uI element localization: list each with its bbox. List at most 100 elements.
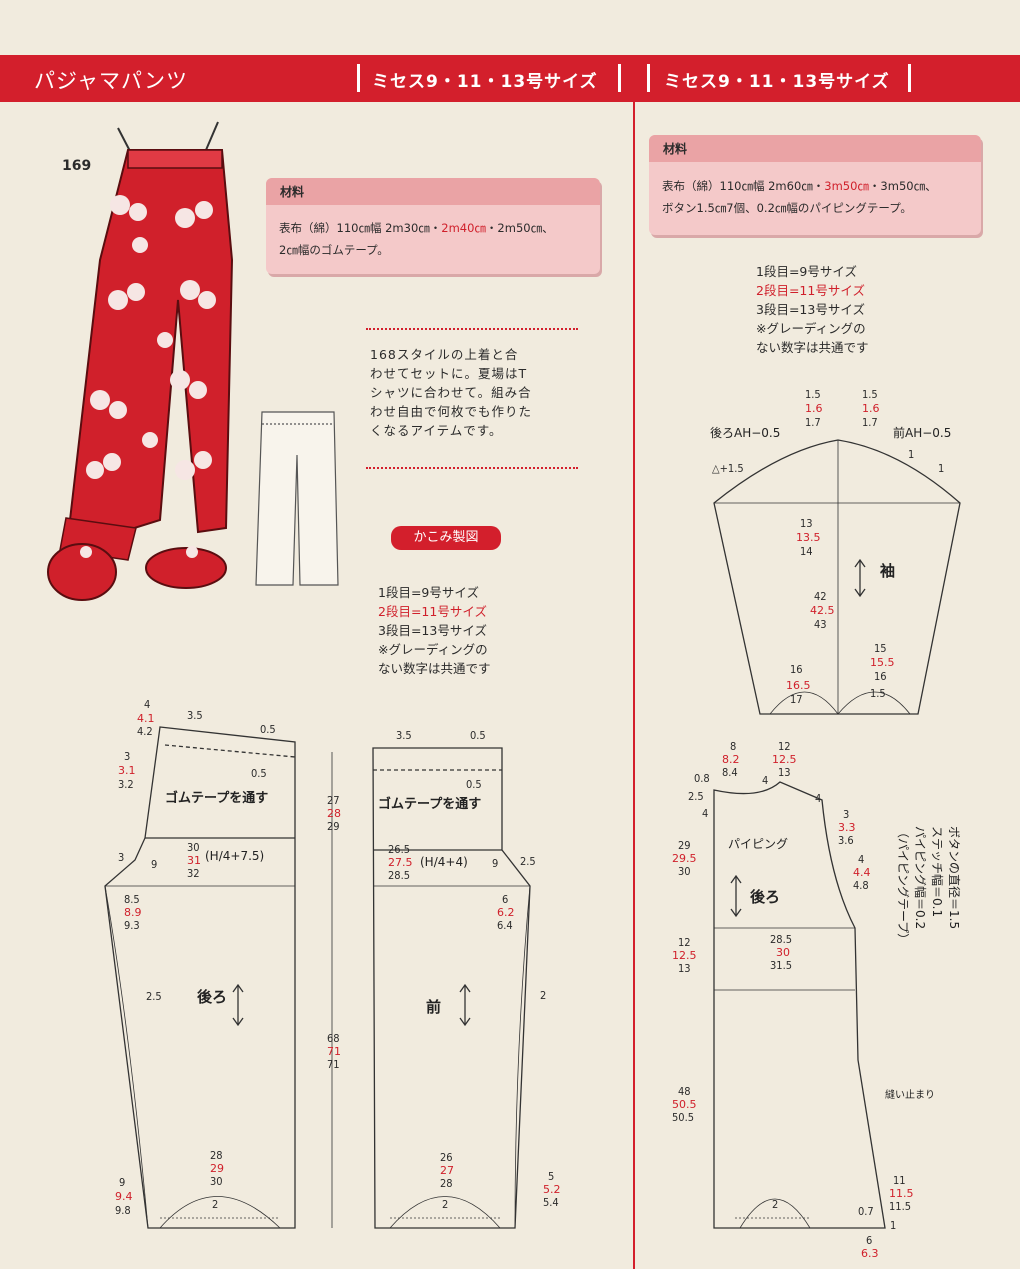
grading-line: 3段目=13号サイズ (756, 302, 865, 317)
svg-text:6.2: 6.2 (497, 906, 515, 919)
svg-text:△+1.5: △+1.5 (712, 462, 744, 475)
svg-text:2: 2 (540, 989, 546, 1002)
svg-text:11.5: 11.5 (889, 1200, 911, 1213)
svg-text:2: 2 (442, 1198, 448, 1211)
svg-text:3: 3 (118, 851, 124, 864)
svg-text:4: 4 (144, 698, 150, 711)
description-line: わせ自由で何枚でも作りた (370, 404, 533, 419)
svg-text:4.8: 4.8 (853, 879, 869, 892)
materials-header: 材料 (266, 178, 600, 205)
svg-text:1.6: 1.6 (862, 402, 880, 415)
svg-text:30: 30 (776, 946, 790, 959)
svg-text:1: 1 (908, 448, 914, 461)
back-pants-label: 後ろ (196, 988, 227, 1006)
materials-line: ・3m50㎝、 (868, 179, 937, 193)
svg-text:8.9: 8.9 (124, 906, 142, 919)
grading-line: 1段目=9号サイズ (756, 264, 858, 279)
svg-text:50.5: 50.5 (672, 1098, 697, 1111)
svg-text:4.2: 4.2 (137, 725, 153, 738)
svg-text:0.5: 0.5 (251, 767, 267, 780)
header-bar: パジャマパンツ ミセス9・11・13号サイズ ミセス9・11・13号サイズ (0, 55, 1020, 102)
svg-text:42.5: 42.5 (810, 604, 835, 617)
svg-text:50.5: 50.5 (672, 1111, 694, 1124)
svg-text:5.2: 5.2 (543, 1183, 561, 1196)
svg-text:14: 14 (800, 545, 813, 558)
svg-text:12: 12 (778, 740, 791, 753)
svg-text:5: 5 (548, 1170, 554, 1183)
materials-title: 材料 (663, 142, 688, 156)
svg-text:3.3: 3.3 (838, 821, 856, 834)
svg-text:9: 9 (151, 858, 157, 871)
svg-text:3.5: 3.5 (187, 709, 203, 722)
dotted-divider (366, 328, 578, 330)
svg-text:4.4: 4.4 (853, 866, 871, 879)
svg-text:42: 42 (814, 590, 827, 603)
svg-text:2.5: 2.5 (146, 990, 162, 1003)
size-label-right: ミセス9・11・13号サイズ (664, 72, 890, 92)
materials-line: 表布（綿）110㎝幅 2m30㎝・ (279, 221, 442, 235)
svg-text:1: 1 (938, 462, 944, 475)
column-divider (633, 102, 635, 1269)
kakomi-label: かこみ製図 (391, 526, 501, 550)
formula-front: (H/4+4) (420, 855, 468, 869)
svg-text:28.5: 28.5 (770, 933, 792, 946)
elastic-label-back: ゴムテープを通す (165, 790, 268, 806)
svg-text:30: 30 (678, 865, 691, 878)
svg-text:28.5: 28.5 (388, 869, 410, 882)
svg-text:29.5: 29.5 (672, 852, 697, 865)
svg-text:6.3: 6.3 (861, 1247, 879, 1260)
grading-line: ない数字は共通です (378, 661, 491, 676)
svg-text:1.6: 1.6 (805, 402, 823, 415)
description: 168スタイルの上着と合 わせてセットに。夏場はT シャツに合わせて。組み合 わ… (370, 345, 532, 440)
svg-text:15: 15 (874, 642, 887, 655)
svg-text:28: 28 (440, 1177, 453, 1190)
grading-line: 3段目=13号サイズ (378, 623, 487, 638)
materials-text: 表布（綿）110㎝幅 2m30㎝・2m40㎝・2m50㎝、 2㎝幅のゴムテープ。 (279, 217, 554, 261)
back-body-pattern (713, 781, 886, 1229)
svg-text:1.5: 1.5 (870, 687, 886, 700)
top-grading: 1段目=9号サイズ 2段目=11号サイズ 3段目=13号サイズ ※グレーディング… (756, 262, 869, 357)
svg-text:4: 4 (762, 774, 768, 787)
svg-text:68: 68 (327, 1032, 340, 1045)
piping-label: パイピング (728, 837, 788, 851)
svg-text:4.1: 4.1 (137, 712, 155, 725)
svg-text:3: 3 (843, 808, 849, 821)
svg-text:2.5: 2.5 (688, 790, 704, 803)
svg-text:26.5: 26.5 (388, 843, 410, 856)
svg-text:1.7: 1.7 (862, 416, 878, 429)
svg-text:1: 1 (890, 1219, 896, 1232)
svg-text:29: 29 (678, 839, 691, 852)
materials-title: 材料 (280, 185, 305, 199)
svg-text:29: 29 (327, 820, 340, 833)
svg-text:11: 11 (893, 1174, 906, 1187)
figure-number: 169 (62, 158, 92, 174)
grading-line: 2段目=11号サイズ (756, 283, 865, 298)
front-ah-label: 前AH−0.5 (893, 425, 951, 440)
sleeve-pattern (713, 439, 961, 715)
svg-text:13: 13 (678, 962, 691, 975)
description-line: 168スタイルの上着と合 (370, 347, 519, 362)
svg-text:27: 27 (327, 794, 340, 807)
svg-text:13.5: 13.5 (796, 531, 821, 544)
svg-text:8.5: 8.5 (124, 893, 140, 906)
materials-text: 表布（綿）110㎝幅 2m60㎝・3m50㎝・3m50㎝、 ボタン1.5㎝7個、… (662, 175, 937, 219)
header-divider (908, 64, 911, 92)
header-divider (647, 64, 650, 92)
svg-text:71: 71 (327, 1045, 341, 1058)
svg-text:27.5: 27.5 (388, 856, 413, 869)
svg-text:2.5: 2.5 (520, 855, 536, 868)
svg-text:11.5: 11.5 (889, 1187, 914, 1200)
svg-text:5.4: 5.4 (543, 1196, 559, 1209)
back-pants-pattern (104, 726, 296, 1229)
front-pants-pattern (331, 747, 531, 1229)
pants-grading: 1段目=9号サイズ 2段目=11号サイズ 3段目=13号サイズ ※グレーディング… (378, 583, 491, 678)
header-divider (618, 64, 621, 92)
svg-text:29: 29 (210, 1162, 224, 1175)
materials-header: 材料 (649, 135, 981, 162)
svg-text:1.5: 1.5 (862, 388, 878, 401)
